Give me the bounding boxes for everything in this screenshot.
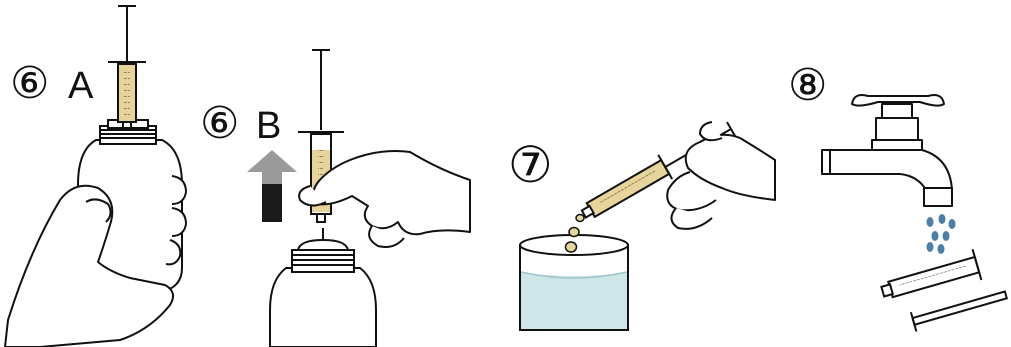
step-letter-6b: B [256, 105, 281, 147]
step-number-8: ⑧ [788, 60, 827, 111]
faucet-icon [822, 95, 952, 206]
syringe-barrel-icon [878, 249, 981, 307]
bottle-icon [270, 228, 376, 347]
step-number-6a: ⑥ [10, 58, 49, 109]
panel-6a: ⑥ A [5, 6, 186, 347]
hand-icon [667, 122, 775, 229]
panel-8: ⑧ [788, 60, 1009, 331]
syringe-icon [108, 6, 146, 128]
step-number-6b: ⑥ [200, 98, 239, 149]
water-drops-icon [927, 214, 956, 254]
panel-7: ⑦ [508, 117, 775, 330]
step-letter-6a: A [68, 65, 94, 107]
syringe-plunger-icon [911, 286, 1009, 332]
panel-6b: ⑥ B [200, 50, 470, 347]
step-number-7: ⑦ [508, 136, 553, 194]
up-arrow-icon [247, 150, 297, 222]
